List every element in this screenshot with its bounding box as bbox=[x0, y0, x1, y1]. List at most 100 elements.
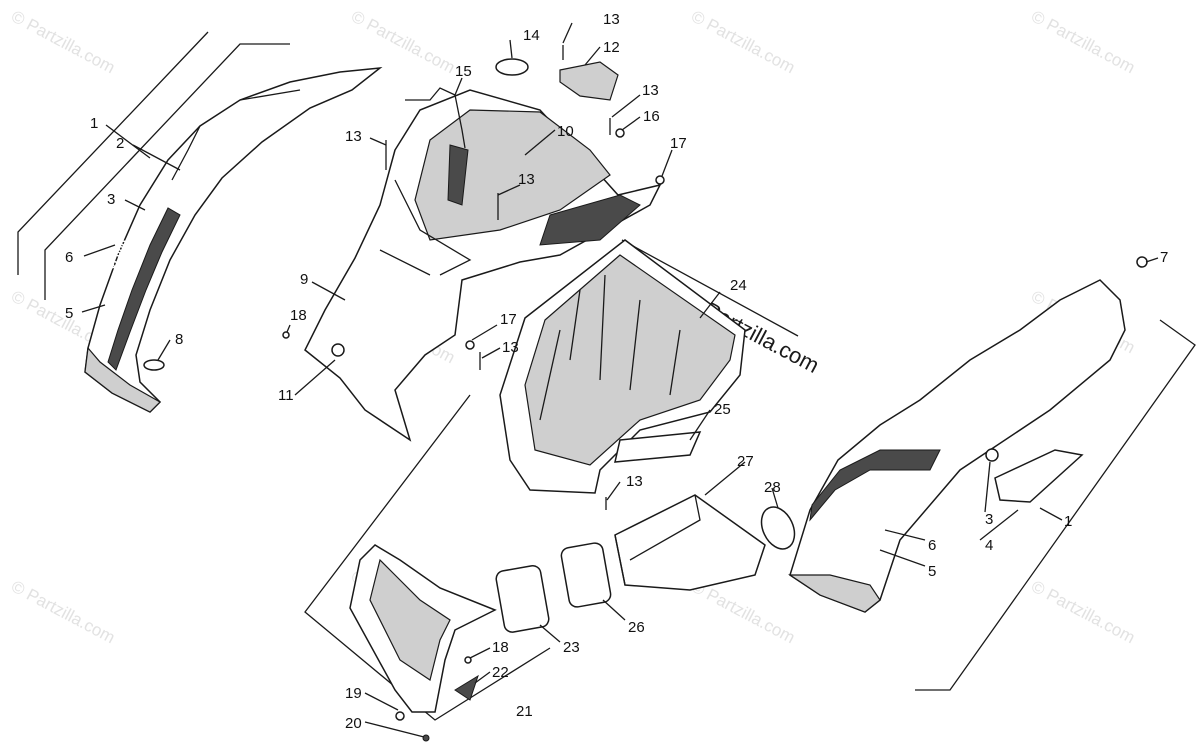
leader bbox=[524, 129, 556, 156]
right-side-stripe bbox=[809, 449, 941, 522]
watermark: © Partzilla.com bbox=[348, 7, 458, 78]
part-3-fastener bbox=[985, 448, 999, 462]
left-side-panel: XF800 bbox=[84, 66, 383, 413]
leader bbox=[979, 509, 1019, 541]
leader bbox=[621, 116, 641, 131]
fasteners bbox=[282, 45, 665, 742]
right-side-lower-shade bbox=[788, 574, 881, 613]
callout-18: 18 bbox=[290, 307, 307, 324]
callout-22: 22 bbox=[492, 664, 509, 681]
air-box-ribs bbox=[539, 274, 681, 421]
callout-5: 5 bbox=[65, 305, 73, 322]
leader bbox=[369, 137, 387, 146]
leader bbox=[661, 149, 673, 177]
leader bbox=[294, 359, 336, 396]
callout-23: 23 bbox=[563, 639, 580, 656]
bracket-left-side-inner bbox=[44, 43, 290, 300]
callout-5: 5 bbox=[928, 563, 936, 580]
callout-13: 13 bbox=[642, 82, 659, 99]
hood-vent-right bbox=[539, 194, 641, 246]
front-nose-inner bbox=[369, 558, 451, 681]
callout-28: 28 bbox=[764, 479, 781, 496]
leader bbox=[1145, 257, 1159, 263]
leader bbox=[584, 46, 601, 66]
part-18-screw-lower bbox=[464, 656, 472, 664]
front-nose bbox=[349, 544, 497, 713]
leader bbox=[884, 529, 926, 541]
callout-26: 26 bbox=[628, 619, 645, 636]
leader bbox=[1039, 507, 1063, 521]
callout-13: 13 bbox=[502, 339, 519, 356]
part-17-clip-lower bbox=[465, 340, 475, 350]
leader bbox=[132, 144, 181, 171]
callout-3: 3 bbox=[107, 191, 115, 208]
callout-20: 20 bbox=[345, 715, 362, 732]
part-17-clip bbox=[655, 175, 665, 185]
callout-21: 21 bbox=[516, 703, 533, 720]
callout-16: 16 bbox=[643, 108, 660, 125]
leader bbox=[474, 671, 491, 684]
watermark: © Partzilla.com bbox=[688, 7, 798, 78]
callout-labels: 1 2 3 6 5 8 9 11 10 12 13 13 13 13 14 15… bbox=[65, 11, 1168, 732]
leader bbox=[481, 347, 501, 359]
leader bbox=[771, 487, 779, 509]
watermark: © Partzilla.com bbox=[1028, 577, 1138, 648]
part-4-decal bbox=[994, 449, 1084, 503]
callout-12: 12 bbox=[603, 39, 620, 56]
bracket-airbox bbox=[621, 239, 799, 337]
part-19-nut bbox=[395, 711, 405, 721]
leader bbox=[509, 39, 513, 59]
part-25-pad bbox=[614, 431, 702, 463]
hood-vent-left bbox=[447, 144, 469, 206]
callout-14: 14 bbox=[523, 27, 540, 44]
callout-9: 9 bbox=[300, 271, 308, 288]
callout-1: 1 bbox=[1064, 513, 1072, 530]
leader bbox=[81, 304, 106, 313]
intake-duct-opening bbox=[614, 494, 701, 586]
callout-25: 25 bbox=[714, 401, 731, 418]
leader bbox=[364, 721, 425, 738]
watermark: © Partzilla.com bbox=[8, 7, 118, 78]
left-side-stripe bbox=[107, 207, 181, 371]
right-side-panel: XF 800 bbox=[788, 279, 1126, 613]
callout-13: 13 bbox=[518, 171, 535, 188]
group-brackets bbox=[17, 31, 1196, 721]
right-side-panel-shell bbox=[789, 279, 1126, 613]
intake-duct-body bbox=[614, 494, 766, 591]
part-18-screw bbox=[282, 331, 290, 339]
leader bbox=[562, 22, 573, 44]
callout-13: 13 bbox=[603, 11, 620, 28]
hood-inner-line bbox=[379, 179, 472, 276]
leader bbox=[454, 77, 463, 96]
callout-27: 27 bbox=[737, 453, 754, 470]
leader bbox=[984, 461, 991, 513]
callout-19: 19 bbox=[345, 685, 362, 702]
hood bbox=[304, 89, 662, 442]
part-22-decal bbox=[454, 674, 479, 701]
callout-8: 8 bbox=[175, 331, 183, 348]
part-15-harness bbox=[405, 87, 466, 149]
watermark: © Partzilla.com bbox=[8, 577, 118, 648]
part-26-seal bbox=[560, 542, 612, 608]
callout-11: 11 bbox=[278, 387, 294, 404]
callout-3: 3 bbox=[985, 511, 993, 528]
callout-24: 24 bbox=[730, 277, 747, 294]
leader bbox=[689, 409, 711, 441]
bracket-front-assembly bbox=[304, 394, 551, 721]
callout-18: 18 bbox=[492, 639, 509, 656]
leader bbox=[105, 124, 151, 159]
leader bbox=[497, 184, 521, 196]
leader bbox=[124, 199, 146, 211]
part-8-rivet bbox=[143, 359, 165, 371]
leader bbox=[611, 94, 641, 118]
leader bbox=[879, 549, 926, 567]
callout-6: 6 bbox=[65, 249, 73, 266]
part-16-clip bbox=[615, 128, 625, 138]
leader bbox=[602, 599, 626, 621]
part-7-fastener bbox=[1136, 256, 1148, 268]
leader bbox=[606, 481, 621, 501]
leader bbox=[539, 624, 561, 643]
callout-15: 15 bbox=[455, 63, 472, 80]
part-28-clamp bbox=[760, 506, 796, 550]
